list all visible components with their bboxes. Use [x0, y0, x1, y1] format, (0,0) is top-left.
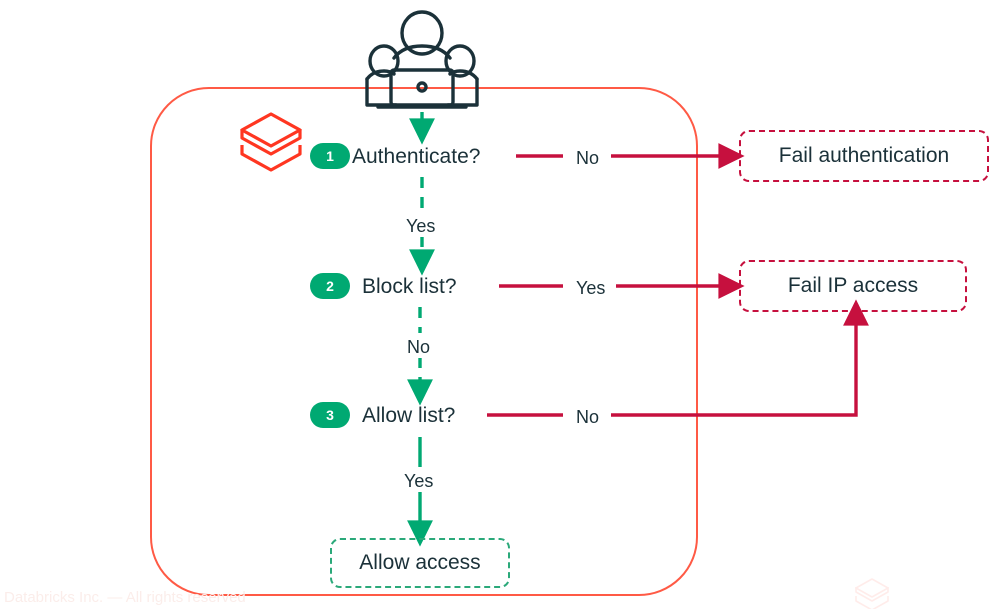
branch-label-step3-no: No: [570, 406, 606, 428]
step-badge-3: 3: [310, 402, 350, 428]
step-label-block-list: Block list?: [362, 275, 457, 298]
branch-label-step1-no: No: [570, 147, 606, 169]
outcome-box-fail-ip-access: Fail IP access: [739, 260, 967, 312]
step-label-allow-list: Allow list?: [362, 404, 456, 427]
step-badge-1: 1: [310, 143, 350, 169]
step-badge-2: 2: [310, 273, 350, 299]
watermark-copyright-text: Databricks Inc. — All rights reserved: [4, 589, 246, 606]
workspace-container-boundary: [150, 87, 698, 596]
connector-step3-no-right-up: [611, 299, 869, 417]
databricks-logo-watermark-icon: [855, 578, 889, 609]
path-label-step2-no: No: [401, 336, 437, 358]
outcome-box-fail-authentication: Fail authentication: [739, 130, 989, 182]
users-with-laptop-icon: [365, 10, 479, 109]
step-label-authenticate: Authenticate?: [352, 145, 481, 168]
outcome-box-allow-access: Allow access: [330, 538, 510, 588]
path-label-step1-yes: Yes: [400, 215, 442, 237]
path-label-step3-yes: Yes: [398, 470, 440, 492]
databricks-logo-icon: [240, 112, 302, 172]
branch-label-step2-yes: Yes: [570, 277, 612, 299]
